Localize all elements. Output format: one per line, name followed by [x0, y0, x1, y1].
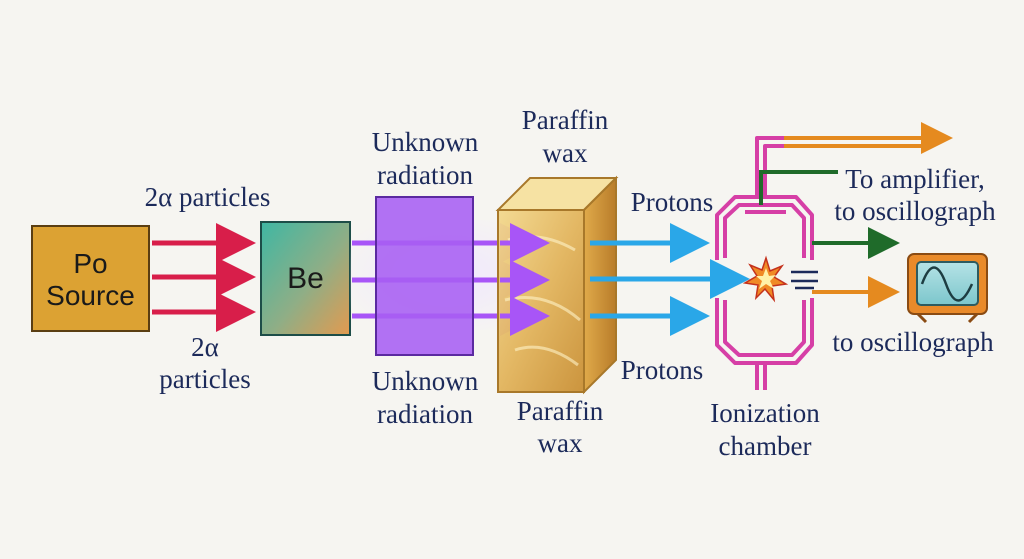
oscilloscope-icon — [907, 253, 988, 324]
protons-label-top: Protons — [630, 187, 714, 217]
unknown-label-bottom-2: radiation — [377, 399, 473, 429]
spark-icon — [742, 255, 789, 303]
paraffin-label-top-2: wax — [542, 138, 588, 168]
paraffin-label-bottom-2: wax — [537, 428, 583, 458]
unknown-label-top-2: radiation — [377, 160, 473, 190]
beryllium-box — [260, 221, 351, 336]
amplifier-pipe — [784, 122, 953, 154]
amplifier-label-1: To amplifier, — [845, 164, 985, 194]
source-label-1: Po — [73, 248, 108, 279]
radiation-arrowheads — [500, 223, 550, 336]
amplifier-label-2: to oscillograph — [834, 196, 996, 226]
protons-label-bottom: Protons — [620, 355, 704, 385]
oscillograph-label: to oscillograph — [832, 327, 994, 357]
paraffin-label-top-1: Paraffin — [521, 105, 609, 135]
paraffin-label-bottom-1: Paraffin — [516, 396, 604, 426]
alpha-label-bottom-2: particles — [159, 364, 251, 394]
alpha-label-bottom-1: 2α — [191, 332, 219, 362]
chamber-label-2: chamber — [718, 431, 812, 461]
alpha-arrows — [152, 223, 256, 332]
source-box — [31, 225, 150, 332]
radiation-block — [375, 196, 474, 356]
paraffin-block — [495, 175, 619, 395]
unknown-label-top-1: Unknown — [371, 127, 479, 157]
proton-arrows — [590, 223, 750, 336]
alpha-label-top: 2α particles — [144, 182, 271, 212]
be-label: Be — [287, 262, 324, 295]
capacitor-icon — [791, 270, 818, 290]
unknown-label-bottom-1: Unknown — [371, 366, 479, 396]
chamber-label-1: Ionization — [710, 398, 820, 428]
ionization-chamber — [715, 136, 814, 390]
source-label-2: Source — [46, 280, 135, 311]
amplifier-wire — [759, 170, 900, 259]
